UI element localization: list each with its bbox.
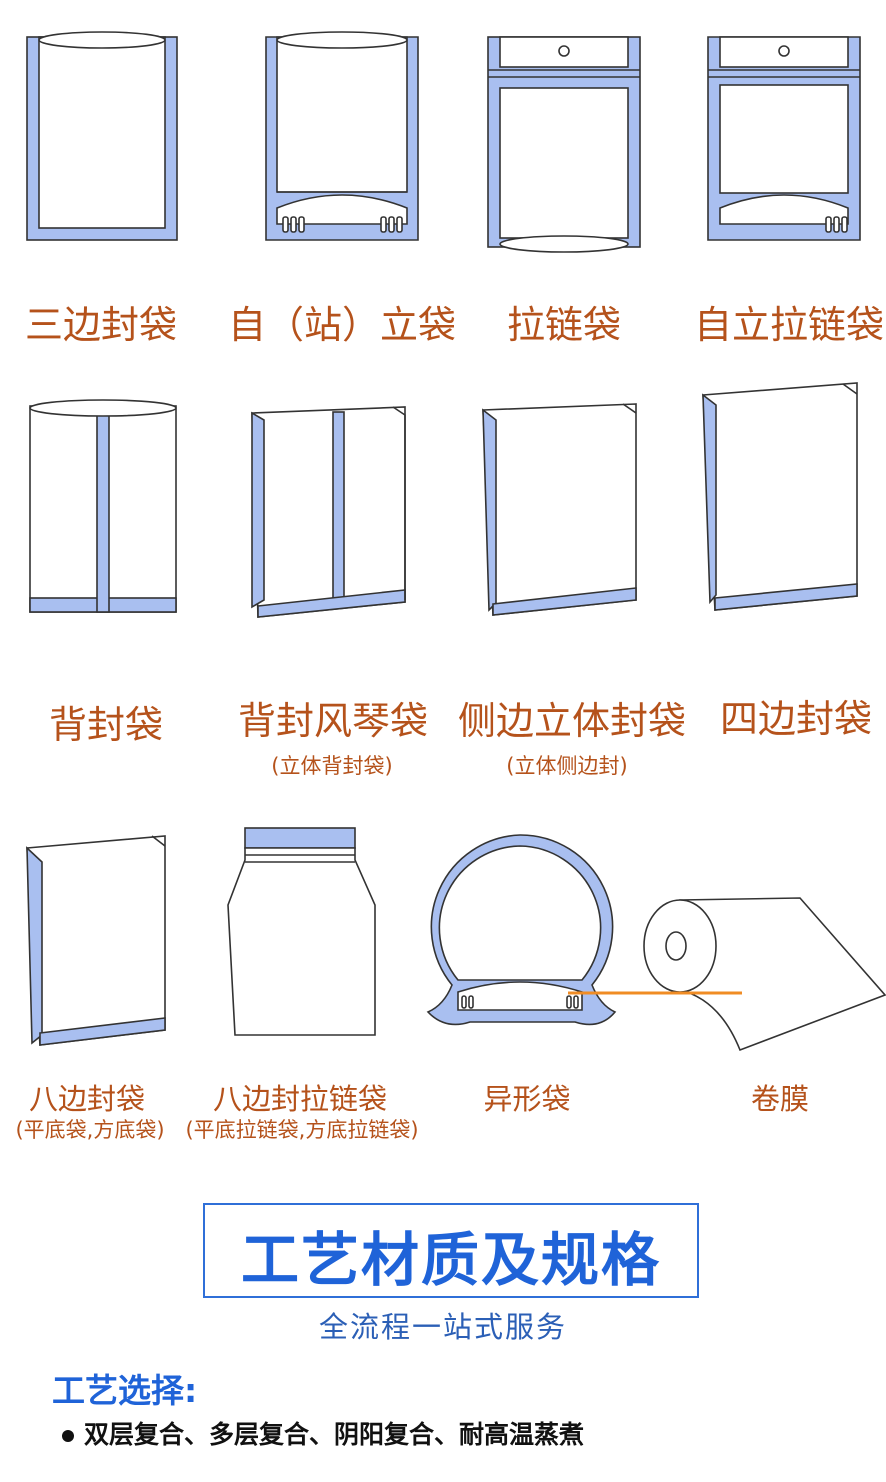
label-eight-side-zipper-bag: 八边封拉链袋 [212, 1082, 388, 1116]
craft-item-text: 双层复合、多层复合、阴阳复合、耐高温蒸煮 [84, 1420, 585, 1449]
sublabel-eight-side-seal-bag: (平底袋,方底袋) [15, 1118, 165, 1142]
four-side-seal-bag-illustration [702, 382, 858, 611]
sublabel-side-gusset-bag: (立体侧边封) [506, 754, 628, 778]
eight-side-zipper-bag-illustration [227, 827, 376, 1036]
label-gusset-back-seal-bag: 背封风琴袋 [237, 699, 429, 743]
label-zipper-bag: 拉链袋 [506, 303, 622, 347]
section-title: 工艺材质及规格 [240, 1226, 661, 1294]
shaped-bag-illustration [426, 834, 617, 1026]
stand-up-bag-illustration [265, 31, 419, 241]
eight-side-seal-bag-illustration [26, 835, 166, 1046]
sublabel-gusset-back-seal-bag: (立体背封袋) [271, 754, 393, 778]
label-stand-up-bag: 自（站）立袋 [227, 303, 457, 347]
roll-film-illustration [568, 897, 886, 1052]
label-stand-up-zipper-bag: 自立拉链袋 [693, 303, 885, 347]
craft-heading: 工艺选择: [52, 1371, 198, 1410]
section-header-box: 工艺材质及规格 [203, 1203, 699, 1298]
back-seal-bag-illustration [29, 399, 177, 613]
label-side-gusset-bag: 侧边立体封袋 [457, 699, 687, 743]
label-back-seal-bag: 背封袋 [48, 703, 164, 747]
gusset-back-seal-bag-illustration [251, 406, 406, 618]
label-shaped-bag: 异形袋 [483, 1082, 571, 1116]
three-side-seal-bag-illustration [26, 31, 178, 241]
side-gusset-bag-illustration [482, 403, 637, 616]
section-subtitle: 全流程一站式服务 [290, 1304, 596, 1346]
label-roll-film: 卷膜 [750, 1082, 810, 1116]
label-three-side-seal: 三边封袋 [24, 303, 178, 347]
bag-illustrations [26, 31, 886, 1052]
stand-up-zipper-bag-illustration [707, 36, 861, 241]
label-eight-side-seal-bag: 八边封袋 [28, 1082, 146, 1116]
bullet-icon [62, 1430, 74, 1442]
label-four-side-seal-bag: 四边封袋 [719, 697, 873, 741]
zipper-bag-illustration [487, 36, 641, 253]
sublabel-eight-side-zipper-bag: (平底拉链袋,方底拉链袋) [185, 1118, 419, 1142]
craft-item: 双层复合、多层复合、阴阳复合、耐高温蒸煮 [62, 1415, 584, 1451]
